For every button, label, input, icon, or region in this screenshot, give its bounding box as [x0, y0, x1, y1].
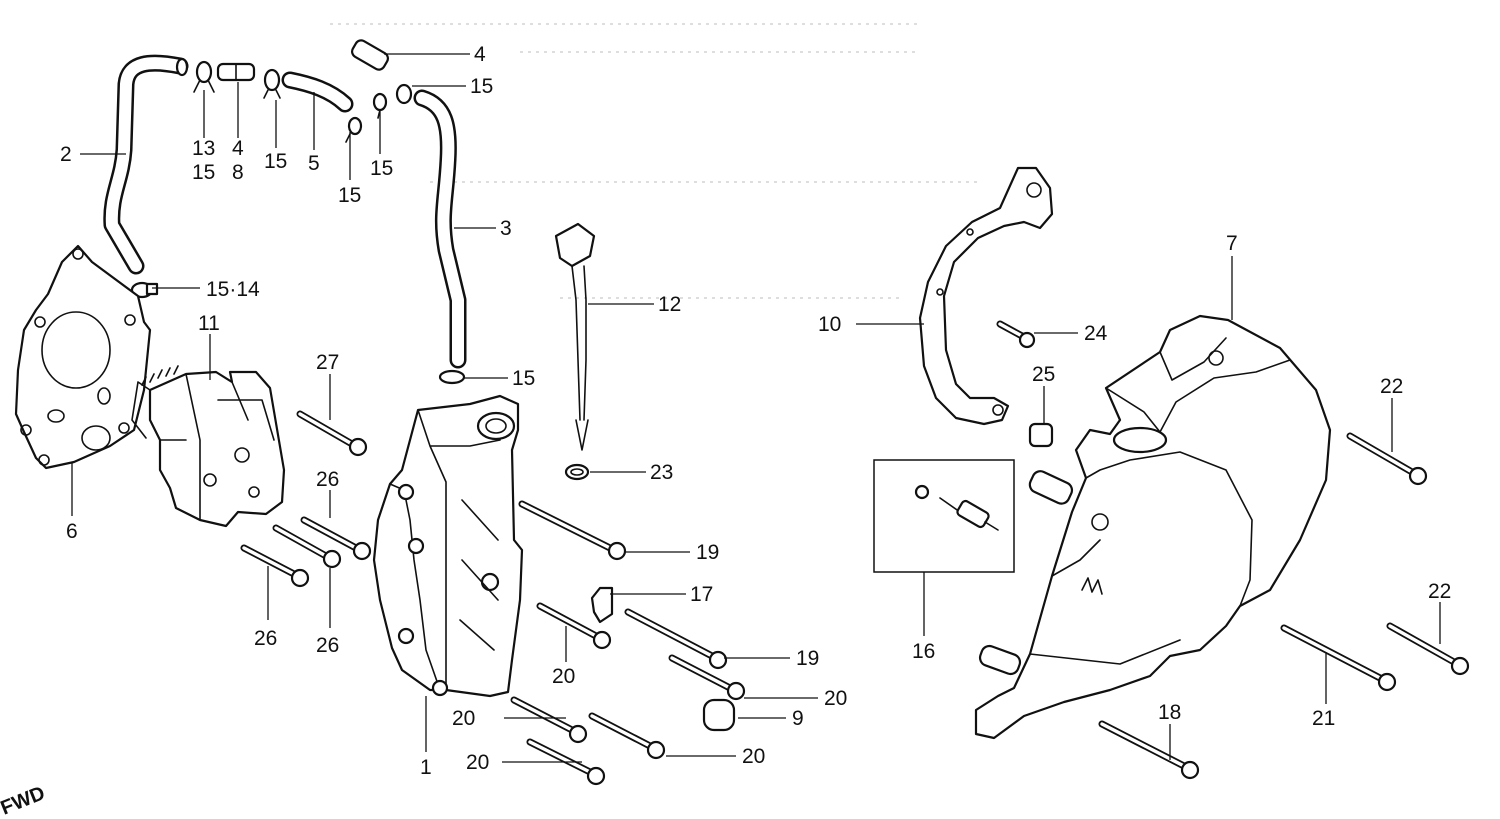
callout-15-mid: 15: [264, 150, 287, 173]
callout-19-upper: 19: [696, 541, 719, 564]
collar-part-25: [1028, 422, 1054, 448]
bolt-21: [1280, 624, 1397, 692]
callout-15-low: 15: [338, 184, 361, 207]
callout-3: 3: [500, 217, 512, 240]
callout-labels: 2 4 15 13 15 4 8 15 5 15 15 3 15·14 11 1…: [0, 43, 1451, 819]
sensor-assembly-box-16: [873, 459, 1015, 573]
bolt-19-upper: [518, 500, 627, 561]
callout-15-hose-end: 15: [512, 367, 535, 390]
bolt-18: [1098, 720, 1200, 780]
clamp-part-15-14: [130, 281, 159, 299]
bolt-26-lower: [240, 544, 310, 588]
leader-lines: [71, 53, 1441, 763]
callout-20-bottom-right: 20: [742, 745, 765, 768]
callout-13: 13: [192, 137, 215, 160]
callout-19-lower: 19: [796, 647, 819, 670]
bolt-24: [996, 320, 1036, 349]
callout-15-14: 15·14: [206, 278, 260, 301]
callout-24: 24: [1084, 322, 1108, 345]
callout-10: 10: [818, 313, 841, 336]
callout-22-upper: 22: [1380, 375, 1403, 398]
callout-20-right: 20: [824, 687, 847, 710]
callout-4-top: 4: [474, 43, 486, 66]
callout-15-top: 15: [470, 75, 493, 98]
callout-22-lower: 22: [1428, 580, 1451, 603]
callout-15-right: 15: [370, 157, 393, 180]
callout-2: 2: [60, 143, 72, 166]
bracket-part-17: [590, 586, 614, 624]
callout-5: 5: [308, 152, 320, 175]
callout-27: 27: [316, 351, 339, 374]
callout-21: 21: [1312, 707, 1335, 730]
cover-part-7: [974, 314, 1332, 740]
bolts: [240, 320, 1470, 786]
callout-6: 6: [66, 520, 78, 543]
gasket-part-6: [14, 244, 152, 470]
callout-7: 7: [1226, 232, 1238, 255]
callout-15-under-13: 15: [192, 161, 215, 184]
callout-20-left: 20: [452, 707, 475, 730]
callout-11: 11: [198, 312, 220, 335]
callout-20-bottom-left: 20: [466, 751, 489, 774]
callout-12: 12: [658, 293, 681, 316]
top-hose-fittings: [193, 39, 413, 143]
bolt-20-b: [668, 654, 746, 701]
callout-26-left: 26: [254, 627, 277, 650]
bolt-26-upper: [300, 516, 372, 561]
cover-part-1: [372, 394, 524, 698]
o-ring-part-23: [564, 463, 590, 481]
dipstick-part-12: [554, 222, 596, 451]
bolt-20-a: [536, 602, 612, 650]
scan-artifacts: [330, 23, 980, 299]
bolt-19-lower: [624, 608, 728, 670]
callout-25: 25: [1032, 363, 1055, 386]
forward-direction-label: FWD: [0, 782, 48, 819]
callout-9: 9: [792, 707, 804, 730]
bolt-20-c: [510, 696, 588, 744]
hose-part-3: [413, 89, 467, 385]
bolt-22-upper: [1346, 432, 1428, 486]
callout-26-right: 26: [316, 634, 339, 657]
bolt-26-middle: [272, 524, 342, 569]
bracket-part-10: [918, 166, 1054, 426]
callout-1: 1: [420, 756, 432, 779]
callout-4-left: 4: [232, 137, 244, 160]
bolt-22-lower: [1386, 622, 1470, 676]
hose-part-2: [103, 54, 189, 275]
callout-17: 17: [690, 583, 713, 606]
bolt-20-d: [588, 712, 666, 760]
bolt-27: [296, 410, 368, 457]
callout-20-middle: 20: [552, 665, 575, 688]
bolt-20-e: [526, 738, 606, 786]
callout-23: 23: [650, 461, 673, 484]
callout-26-upper: 26: [316, 468, 339, 491]
cap-part-9: [702, 698, 736, 732]
callout-16: 16: [912, 640, 935, 663]
callout-8: 8: [232, 161, 244, 184]
callout-18: 18: [1158, 701, 1181, 724]
pump-part-11: [131, 365, 286, 528]
